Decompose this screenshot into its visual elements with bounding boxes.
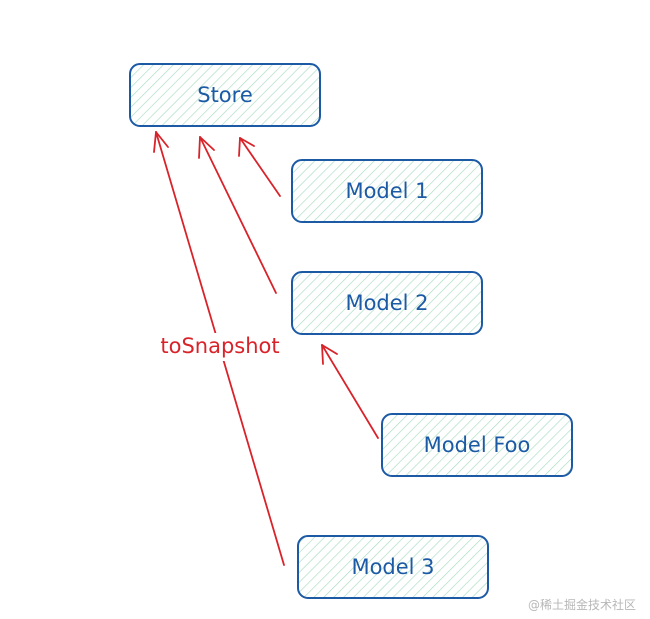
watermark: @稀土掘金技术社区 (527, 598, 636, 612)
model3-node: Model 3 (297, 535, 489, 599)
model3-label: Model 3 (351, 555, 434, 579)
arrow-model-foo-to-model2 (321, 344, 379, 439)
model2-label: Model 2 (345, 291, 428, 315)
arrow-model2-to-store (198, 136, 277, 294)
model1-node: Model 1 (291, 159, 483, 223)
model1-label: Model 1 (345, 179, 428, 203)
model-foo-node: Model Foo (381, 413, 573, 477)
store-label: Store (197, 83, 253, 107)
model2-node: Model 2 (291, 271, 483, 335)
to-snapshot-label: toSnapshot (160, 334, 279, 358)
arrow-model1-to-store (238, 137, 281, 197)
model-foo-label: Model Foo (424, 433, 531, 457)
edge-label-background (154, 333, 286, 361)
store-node: Store (129, 63, 321, 127)
